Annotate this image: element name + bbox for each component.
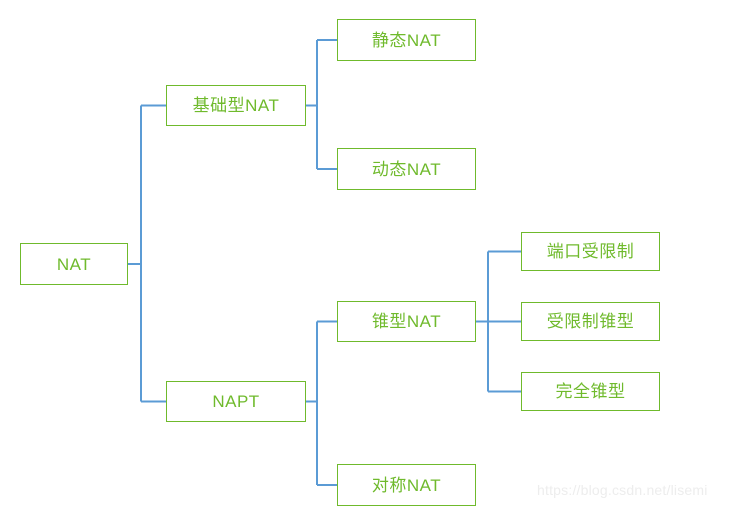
node-port-restricted[interactable]: 端口受限制 [521,232,660,271]
node-restricted-cone[interactable]: 受限制锥型 [521,302,660,341]
node-napt[interactable]: NAPT [166,381,306,422]
node-symmetric-nat[interactable]: 对称NAT [337,464,476,506]
node-cone-nat-label: 锥型NAT [371,312,442,331]
watermark-text: https://blog.csdn.net/lisemi [537,482,708,498]
node-full-cone[interactable]: 完全锥型 [521,372,660,411]
node-nat-label: NAT [56,254,92,274]
node-static-nat-label: 静态NAT [371,30,442,50]
node-napt-label: NAPT [212,392,260,411]
node-full-cone-label: 完全锥型 [555,382,626,401]
node-cone-nat[interactable]: 锥型NAT [337,301,476,342]
node-restricted-cone-label: 受限制锥型 [546,312,635,331]
node-nat[interactable]: NAT [20,243,128,285]
node-dynamic-nat-label: 动态NAT [371,159,442,179]
node-symmetric-nat-label: 对称NAT [371,475,442,495]
node-port-restricted-label: 端口受限制 [546,242,635,261]
node-static-nat[interactable]: 静态NAT [337,19,476,61]
node-basic-nat[interactable]: 基础型NAT [166,85,306,126]
node-basic-nat-label: 基础型NAT [192,96,280,115]
node-dynamic-nat[interactable]: 动态NAT [337,148,476,190]
